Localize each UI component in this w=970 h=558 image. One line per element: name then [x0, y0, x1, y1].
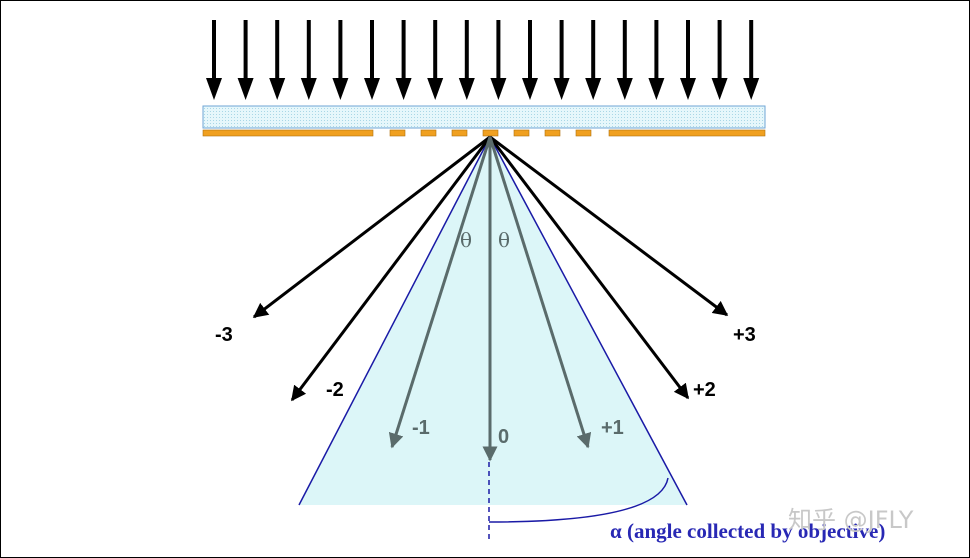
grating-slit-bar [482, 129, 499, 137]
incident-arrow [648, 20, 665, 100]
incident-arrow [490, 20, 507, 100]
theta-left-label: θ [460, 228, 472, 252]
cone-left-edge [298, 136, 491, 506]
incident-arrow [206, 20, 222, 100]
order-plus1-ray [488, 136, 592, 449]
grating-slit-bar [544, 129, 561, 137]
glass-slide [202, 105, 766, 129]
grating-slit-bar [451, 129, 468, 137]
order-zero-label: 0 [498, 426, 509, 448]
cone-right-edge [489, 136, 688, 506]
order-plus3-ray [489, 135, 729, 317]
watermark: 知乎 @JFLY [788, 506, 914, 534]
order-minus2-label: -2 [326, 379, 344, 401]
incident-arrow [522, 20, 538, 100]
incident-arrow [616, 20, 633, 100]
incident-arrow [743, 20, 760, 100]
incident-arrow [585, 20, 602, 100]
incident-arrow [395, 20, 412, 100]
objective-collection-cone [299, 137, 687, 505]
theta-right-label: θ [498, 228, 510, 252]
incident-arrow [300, 20, 317, 100]
incident-arrow [332, 20, 349, 100]
grating-slit-bar [389, 129, 406, 137]
grating-slit-bar [420, 129, 437, 137]
grating-slit-bar [575, 129, 592, 137]
grating-left-block [202, 129, 374, 137]
incident-arrow [364, 20, 380, 100]
incident-arrow [458, 20, 475, 100]
order-plus2-label: +2 [693, 379, 716, 401]
order-minus1-label: -1 [412, 417, 430, 439]
incident-arrow [553, 20, 570, 100]
incident-light-arrows [206, 20, 760, 100]
order-minus3-label: -3 [215, 324, 233, 346]
incident-arrow [269, 20, 286, 100]
incident-arrow [711, 20, 728, 100]
grating-slit-bar [513, 129, 530, 137]
order-plus3-label: +3 [733, 324, 756, 346]
incident-arrow [237, 20, 254, 100]
order-plus2-ray [488, 136, 690, 400]
grating [202, 129, 766, 137]
grating-right-block [608, 129, 766, 137]
incident-arrow [427, 20, 444, 100]
order-minus2-ray [290, 136, 492, 402]
alpha-caption: α (angle collected by objective) [610, 519, 885, 543]
order-minus1-ray [388, 136, 492, 449]
alpha-angle-arc [488, 477, 669, 523]
order-plus1-label: +1 [601, 417, 624, 439]
incident-arrow [680, 20, 696, 100]
order-minus3-ray [252, 135, 491, 319]
